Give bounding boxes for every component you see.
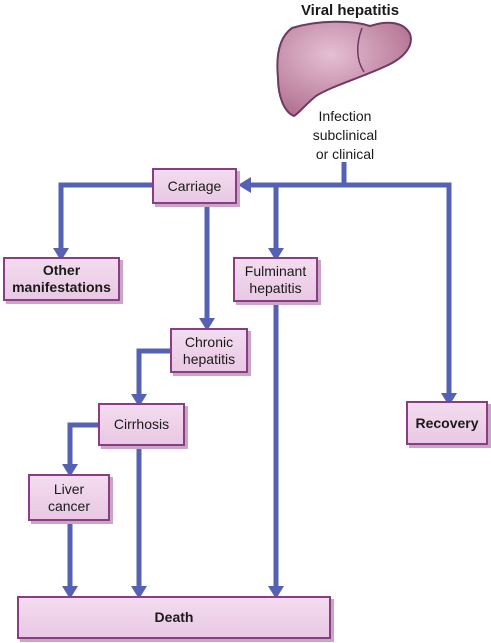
diagram-title: Viral hepatitis (300, 2, 400, 19)
arrowhead-to-cirrhosis (131, 394, 147, 407)
arrowhead-fulminant-to-death (268, 586, 284, 599)
node-cirrhosis: Cirrhosis (98, 403, 185, 446)
node-other-manifestations: Other manifestations (3, 257, 120, 301)
arrowhead-cirrhosis-to-death (131, 586, 147, 599)
node-liver-cancer: Liver cancer (28, 474, 110, 521)
node-fulminant-label-line-1: Fulminant (244, 262, 307, 279)
node-fulminant-hepatitis: Fulminant hepatitis (233, 257, 318, 302)
chronic-to-cirrhosis-line (136, 348, 170, 396)
node-other-label-line-2: manifestations (12, 279, 111, 295)
node-chronic-label-line-2: hepatitis (182, 350, 236, 367)
arrowhead-to-chronic (199, 318, 215, 331)
arrowhead-to-fulminant (268, 248, 284, 261)
arrowhead-to-carriage (238, 177, 251, 193)
node-carriage-label: Carriage (167, 177, 222, 194)
node-fulminant-label-line-2: hepatitis (249, 279, 302, 296)
arrowhead-liver-cancer-to-death (62, 586, 78, 599)
infection-label-line-3: or clinical (315, 146, 375, 162)
node-cirrhosis-label: Cirrhosis (113, 416, 170, 432)
node-death: Death (17, 596, 331, 639)
infection-label-line-1: Infection (318, 108, 372, 124)
node-recovery-label: Recovery (415, 414, 479, 431)
node-other-label-line-1: Other (42, 262, 81, 278)
node-death-label: Death (154, 609, 194, 625)
node-liver-cancer-label-line-2: cancer (47, 497, 91, 514)
node-recovery: Recovery (406, 401, 488, 445)
node-chronic-hepatitis: Chronic hepatitis (170, 328, 248, 373)
main-horizontal-line (251, 182, 452, 395)
infection-label: Infection subclinical or clinical (280, 107, 410, 164)
node-carriage: Carriage (152, 168, 237, 204)
node-chronic-label-line-1: Chronic (184, 333, 234, 350)
arrowheads (53, 177, 457, 599)
arrowhead-to-liver-cancer (62, 464, 78, 477)
carriage-to-other-line (58, 182, 152, 250)
arrowhead-to-recovery (441, 393, 457, 406)
liver-illustration (276, 20, 412, 118)
arrowhead-to-other (53, 248, 69, 261)
cirrhosis-to-liver-cancer-line (67, 422, 98, 466)
connector-lines (58, 162, 452, 588)
infection-label-line-2: subclinical (312, 127, 378, 143)
node-liver-cancer-label-line-1: Liver (53, 480, 85, 497)
